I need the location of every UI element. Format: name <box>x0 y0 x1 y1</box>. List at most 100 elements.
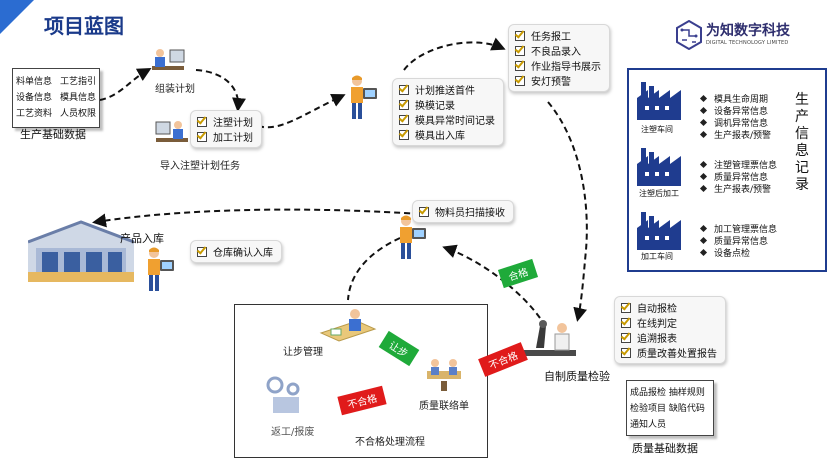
unqualified-tag: 不合格 <box>337 385 387 416</box>
concession-label: 让步管理 <box>283 347 323 358</box>
quality-base-card: 成品报检 抽样规则 检验项目 缺陷代码 通知人员 <box>626 380 714 436</box>
check-icon <box>419 206 429 217</box>
factory-icon <box>637 148 681 186</box>
concession-tag: 让步 <box>378 330 420 367</box>
self-qc-label: 自制质量检验 <box>544 370 610 383</box>
material-scan-box: 物料员扫描接收 <box>412 200 514 223</box>
check-icon <box>399 99 409 110</box>
record-item: 生产报表/预警 <box>701 128 771 141</box>
record-item: 质量异常信息 <box>701 234 777 247</box>
record-item: 设备点检 <box>701 246 777 259</box>
import-plan-box: 注塑计划 加工计划 <box>190 110 262 148</box>
check-icon <box>621 317 631 328</box>
warehouse-label: 产品入库 <box>120 232 164 245</box>
qc-box: 自动报检 在线判定 追溯报表 质量改善处置报告 <box>614 296 726 364</box>
check-icon <box>515 75 525 86</box>
qc-item: 自动报检 <box>637 304 677 315</box>
quality-base-line: 通知人员 <box>630 419 667 430</box>
qc-item: 追溯报表 <box>637 334 677 345</box>
corner-accent <box>0 0 34 34</box>
base-data-item: 人员权限 <box>59 108 96 119</box>
warehouse-item: 仓库确认入库 <box>213 248 273 259</box>
logo-name: 为知数字科技 <box>706 23 790 39</box>
meeting-icon <box>427 359 461 391</box>
plan-item: 注塑计划 <box>213 118 253 129</box>
record-item: 质量异常信息 <box>701 170 777 183</box>
computer-worker-icon <box>152 49 185 70</box>
base-data-card: 料单信息 工艺指引 设备信息 模具信息 工艺资料 人员权限 <box>12 68 100 128</box>
check-icon <box>399 129 409 140</box>
factory-label: 加工车间 <box>641 252 673 261</box>
task-item: 安灯预警 <box>531 77 571 88</box>
scan-item: 物料员扫描接收 <box>435 208 505 219</box>
logo: 为知数字科技 DIGITAL TECHNOLOGY LIMITED <box>676 18 796 52</box>
production-record-title: 生产信息记录 <box>795 92 809 193</box>
check-icon <box>197 131 207 142</box>
worker-tablet-icon <box>148 247 174 291</box>
unqualified-flow-box: 让步管理 质量联络单 返工/报废 不合格处理流程 让步 不合格 <box>234 304 488 458</box>
qc-item: 在线判定 <box>637 319 677 330</box>
base-data-label: 生产基础数据 <box>20 128 86 141</box>
record-item: 加工管理票信息 <box>701 222 777 235</box>
assembly-plan-label: 组装计划 <box>155 84 195 95</box>
check-icon <box>197 116 207 127</box>
warehouse-box: 仓库确认入库 <box>190 240 282 263</box>
record-item: 模具生命周期 <box>701 92 771 105</box>
unqualified-flow-title: 不合格处理流程 <box>355 437 425 448</box>
logo-subtitle: DIGITAL TECHNOLOGY LIMITED <box>706 40 789 46</box>
record-list: 注塑管理票信息 质量异常信息 生产报表/预警 <box>701 158 777 195</box>
computer-worker-icon <box>155 121 188 142</box>
factory-icon <box>637 82 681 120</box>
check-icon <box>515 30 525 41</box>
contact-label: 质量联络单 <box>419 401 469 412</box>
factory-icon <box>637 212 681 250</box>
check-icon <box>621 302 631 313</box>
record-item: 调机异常信息 <box>701 116 771 129</box>
desk-worker-icon <box>319 309 377 342</box>
quality-base-line: 成品报检 抽样规则 <box>630 387 705 398</box>
factory-label: 注塑车间 <box>641 125 673 134</box>
record-list: 加工管理票信息 质量异常信息 设备点检 <box>701 222 777 259</box>
base-data-item: 工艺指引 <box>59 76 96 87</box>
qc-item: 质量改善处置报告 <box>637 349 717 360</box>
check-icon <box>515 45 525 56</box>
base-data-item: 料单信息 <box>16 76 53 87</box>
worker-tablet-icon <box>400 215 426 259</box>
plan-item: 加工计划 <box>213 133 253 144</box>
check-icon <box>399 114 409 125</box>
rework-icon <box>266 376 300 413</box>
quality-base-line: 检验项目 缺陷代码 <box>630 403 705 414</box>
import-plan-label: 导入注塑计划任务 <box>160 161 240 172</box>
push-item: 模具出入库 <box>415 131 465 142</box>
task-item: 不良品录入 <box>531 47 581 58</box>
task-box: 任务报工 不良品录入 作业指导书展示 安灯预警 <box>508 24 610 92</box>
push-item: 计划推送首件 <box>415 86 475 97</box>
base-data-item: 设备信息 <box>16 92 53 103</box>
check-icon <box>197 246 207 257</box>
microscope-worker-icon <box>524 320 576 356</box>
worker-tablet-icon <box>351 75 377 119</box>
record-item: 生产报表/预警 <box>701 182 777 195</box>
push-box: 计划推送首件 换模记录 模具异常时间记录 模具出入库 <box>392 78 504 146</box>
base-data-item: 工艺资料 <box>16 108 53 119</box>
record-item: 注塑管理票信息 <box>701 158 777 171</box>
push-item: 换模记录 <box>415 101 455 112</box>
check-icon <box>621 332 631 343</box>
check-icon <box>399 84 409 95</box>
rework-label: 返工/报废 <box>271 427 315 438</box>
logo-icon <box>676 20 702 50</box>
page-title: 项目蓝图 <box>44 14 124 38</box>
production-record-panel: 生产信息记录 注塑车间 模具生命周期 设备异常信息 调机异常信息 生产报表/预警… <box>627 68 827 272</box>
record-list: 模具生命周期 设备异常信息 调机异常信息 生产报表/预警 <box>701 92 771 141</box>
record-item: 设备异常信息 <box>701 104 771 117</box>
task-item: 作业指导书展示 <box>531 62 601 73</box>
base-data-item: 模具信息 <box>59 92 96 103</box>
factory-label: 注塑后加工 <box>639 189 679 198</box>
warehouse-icon <box>28 220 134 282</box>
check-icon <box>515 60 525 71</box>
task-item: 任务报工 <box>531 32 571 43</box>
check-icon <box>621 347 631 358</box>
quality-base-label: 质量基础数据 <box>632 442 698 455</box>
push-item: 模具异常时间记录 <box>415 116 495 127</box>
